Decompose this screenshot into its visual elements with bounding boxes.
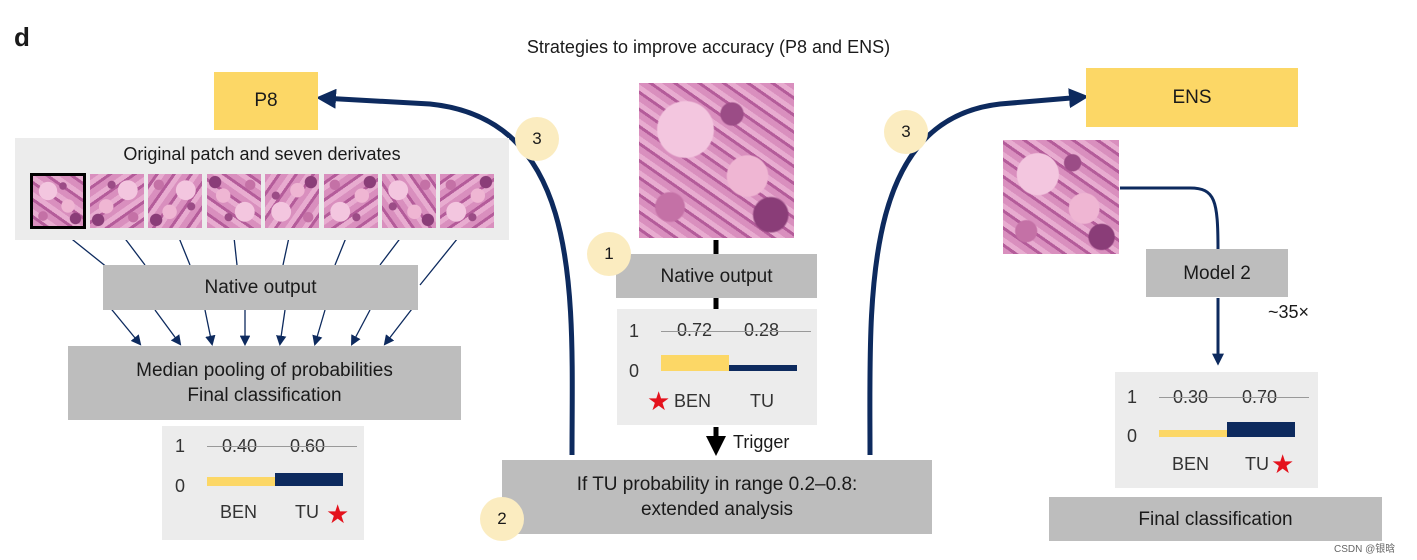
- model-2-label: Model 2: [1183, 262, 1251, 284]
- center-native-output-box: Native output: [616, 254, 817, 298]
- category-tu: TU: [295, 502, 319, 522]
- ens-label-box: ENS: [1086, 68, 1298, 127]
- p8-native-output-label: Native output: [204, 277, 317, 298]
- category-ben: BEN: [674, 391, 712, 411]
- gridline-top: [661, 331, 811, 332]
- y-tick-bottom: 0: [629, 361, 640, 381]
- p8-label-box: P8: [214, 72, 318, 130]
- category-ben: BEN: [220, 502, 258, 522]
- extended-analysis-box: If TU probability in range 0.2–0.8: exte…: [502, 460, 932, 534]
- patch-derivate: [440, 174, 494, 228]
- p8-label: P8: [254, 90, 278, 111]
- p8-pooling-arrows: [107, 304, 416, 347]
- patch-panel: Original patch and seven derivates: [15, 138, 509, 240]
- figure-title: Strategies to improve accuracy (P8 and E…: [526, 37, 891, 57]
- bar-tu: [729, 365, 797, 371]
- ens-final-box: Final classification: [1049, 497, 1382, 541]
- bar-tu: [275, 473, 343, 486]
- step-2-badge: 2: [480, 497, 524, 541]
- p8-native-output-box: Native output: [103, 265, 418, 310]
- gridline-top: [1159, 397, 1309, 398]
- ens-final-label: Final classification: [1138, 508, 1293, 530]
- step-3-badge-p8: 3: [515, 117, 559, 161]
- step-1-number: 1: [604, 244, 614, 263]
- y-tick-top: 1: [1127, 387, 1138, 407]
- bar-ben: [207, 477, 275, 486]
- model-2-box: Model 2: [1146, 249, 1288, 297]
- ens-result-chart: 1 0 0.30 0.70 BEN TU ★: [1115, 372, 1318, 488]
- watermark: CSDN @银晗: [1334, 544, 1396, 555]
- center-native-output-label: Native output: [660, 265, 773, 287]
- bar-tu: [1227, 422, 1295, 437]
- arrow-to-ens: [867, 88, 1089, 456]
- category-tu: TU: [750, 391, 774, 411]
- category-tu: TU: [1245, 454, 1269, 474]
- step-2-number: 2: [497, 509, 507, 528]
- step-3-number: 3: [901, 122, 911, 141]
- p8-result-chart: 1 0 0.40 0.60 BEN TU ★: [162, 426, 364, 540]
- ensemble-multiplier: ~35×: [1268, 302, 1310, 322]
- center-tissue-image: [639, 83, 794, 238]
- star-icon: ★: [326, 499, 350, 529]
- y-tick-bottom: 0: [1127, 426, 1138, 446]
- pooling-box: Median pooling of probabilities Final cl…: [68, 346, 461, 420]
- category-ben: BEN: [1172, 454, 1210, 474]
- step-1-badge: 1: [587, 232, 631, 276]
- value-label-tu: 0.28: [744, 320, 780, 340]
- bar-ben: [1159, 430, 1227, 437]
- patch-original: [30, 173, 86, 229]
- trigger-label: Trigger: [733, 432, 790, 452]
- y-tick-bottom: 0: [175, 476, 186, 496]
- panel-letter: d: [14, 22, 30, 52]
- ens-label: ENS: [1172, 86, 1212, 108]
- arrow-image-to-model: [1120, 186, 1220, 251]
- y-tick-top: 1: [175, 436, 186, 456]
- pooling-line1: Median pooling of probabilities: [136, 360, 393, 381]
- bar-ben: [661, 355, 729, 371]
- extended-line1: If TU probability in range 0.2–0.8:: [576, 474, 858, 495]
- star-icon: ★: [647, 386, 671, 416]
- patch-derivate: [265, 174, 319, 228]
- pooling-line2: Final classification: [187, 385, 342, 406]
- ens-tissue-image: [1003, 140, 1119, 254]
- patch-derivate: [324, 174, 378, 228]
- step-3-badge-ens: 3: [884, 110, 928, 154]
- extended-line2: extended analysis: [640, 499, 794, 520]
- arrow-to-p8: [316, 88, 575, 456]
- step-3-number: 3: [532, 129, 542, 148]
- patch-header: Original patch and seven derivates: [123, 144, 401, 164]
- star-icon: ★: [1271, 449, 1295, 479]
- value-label-ben: 0.72: [677, 320, 713, 340]
- patch-derivate: [382, 174, 436, 228]
- patch-derivate: [90, 174, 144, 228]
- gridline-top: [207, 446, 357, 447]
- y-tick-top: 1: [629, 321, 640, 341]
- patch-derivate: [148, 174, 202, 228]
- patch-derivate: [207, 174, 261, 228]
- center-result-chart: 1 0 0.72 0.28 ★ BEN TU: [617, 309, 817, 425]
